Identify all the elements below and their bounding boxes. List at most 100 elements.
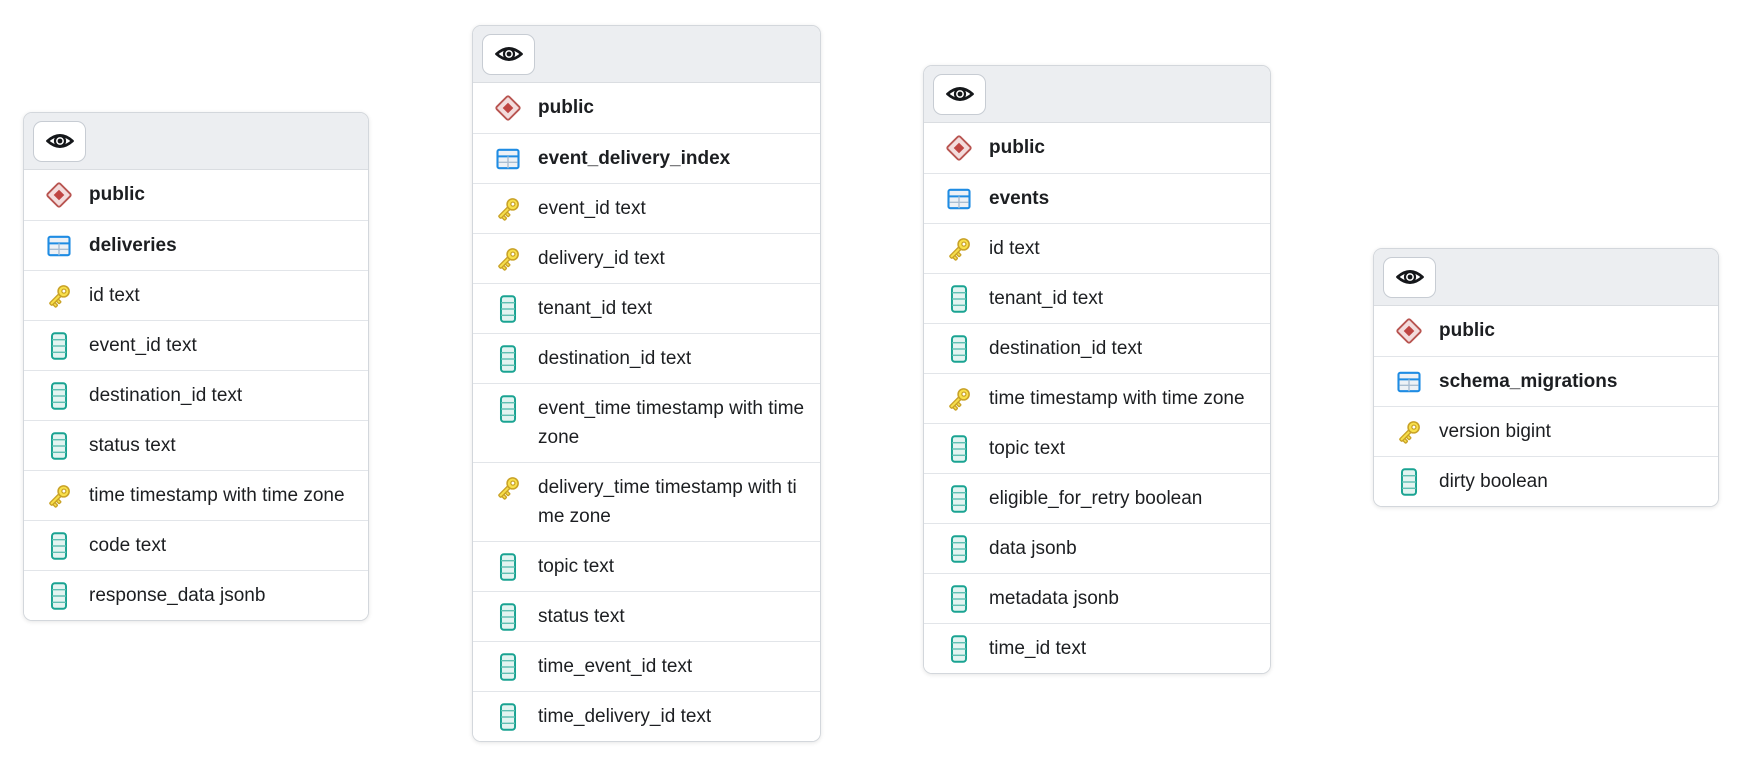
eye-icon xyxy=(945,82,975,106)
column-icon xyxy=(942,634,976,663)
eye-icon xyxy=(494,42,524,66)
column-icon xyxy=(42,381,76,410)
column-label: destination_id text xyxy=(989,338,1143,359)
column-icon xyxy=(942,434,976,463)
column-row-event_id[interactable]: event_id text xyxy=(24,320,368,370)
column-label: topic text xyxy=(989,438,1066,459)
column-row-destination_id[interactable]: destination_id text xyxy=(24,370,368,420)
column-icon xyxy=(491,344,525,373)
table-card-header xyxy=(24,113,368,170)
schema-row[interactable]: public xyxy=(24,170,368,220)
key-icon xyxy=(42,281,76,310)
table-card-header xyxy=(1374,249,1718,306)
column-label: delivery_time timestamp with time zone xyxy=(538,477,797,527)
column-row-destination_id[interactable]: destination_id text xyxy=(473,333,820,383)
table-name-row[interactable]: event_delivery_index xyxy=(473,133,820,183)
schema-row[interactable]: public xyxy=(924,123,1270,173)
column-icon xyxy=(491,702,525,731)
schema-diamond-icon xyxy=(42,180,76,209)
column-icon xyxy=(942,484,976,513)
table-name: event_delivery_index xyxy=(538,148,731,169)
column-label: destination_id text xyxy=(89,385,243,406)
table-card-event_delivery_index[interactable]: public event_delivery_index event_id tex… xyxy=(472,25,821,742)
table-icon xyxy=(491,144,525,173)
table-card-header xyxy=(924,66,1270,123)
column-row-status[interactable]: status text xyxy=(473,591,820,641)
column-icon xyxy=(491,294,525,323)
visibility-button[interactable] xyxy=(1383,256,1436,298)
schema-diamond-icon xyxy=(942,133,976,162)
column-row-topic[interactable]: topic text xyxy=(924,423,1270,473)
column-row-code[interactable]: code text xyxy=(24,520,368,570)
column-row-event_time[interactable]: event_time timestamp with time zone xyxy=(473,383,820,462)
column-icon xyxy=(1392,467,1426,496)
column-label: delivery_id text xyxy=(538,248,665,269)
column-row-time[interactable]: time timestamp with time zone xyxy=(24,470,368,520)
column-row-id[interactable]: id text xyxy=(924,223,1270,273)
table-name-row[interactable]: events xyxy=(924,173,1270,223)
column-row-dirty[interactable]: dirty boolean xyxy=(1374,456,1718,506)
schema-row[interactable]: public xyxy=(1374,306,1718,356)
column-icon xyxy=(942,584,976,613)
table-name: deliveries xyxy=(89,235,177,256)
visibility-button[interactable] xyxy=(933,73,986,115)
column-label: time_event_id text xyxy=(538,656,693,677)
schema-name: public xyxy=(538,97,594,118)
column-row-delivery_id[interactable]: delivery_id text xyxy=(473,233,820,283)
eye-icon xyxy=(45,129,75,153)
column-label: time timestamp with time zone xyxy=(989,388,1245,409)
column-label: response_data jsonb xyxy=(89,585,266,606)
key-icon xyxy=(491,194,525,223)
column-row-eligible_for_retry[interactable]: eligible_for_retry boolean xyxy=(924,473,1270,523)
column-row-time_event_id[interactable]: time_event_id text xyxy=(473,641,820,691)
column-row-tenant_id[interactable]: tenant_id text xyxy=(473,283,820,333)
column-icon xyxy=(942,534,976,563)
schema-diamond-icon xyxy=(1392,316,1426,345)
column-row-event_id[interactable]: event_id text xyxy=(473,183,820,233)
schema-name: public xyxy=(89,184,145,205)
column-label: dirty boolean xyxy=(1439,471,1548,492)
column-icon xyxy=(942,334,976,363)
column-row-status[interactable]: status text xyxy=(24,420,368,470)
column-row-delivery_time[interactable]: delivery_time timestamp with time zone xyxy=(473,462,820,541)
schema-name: public xyxy=(1439,320,1495,341)
column-row-time[interactable]: time timestamp with time zone xyxy=(924,373,1270,423)
schema-row[interactable]: public xyxy=(473,83,820,133)
table-name-row[interactable]: deliveries xyxy=(24,220,368,270)
column-row-version[interactable]: version bigint xyxy=(1374,406,1718,456)
eye-icon xyxy=(1395,265,1425,289)
column-row-topic[interactable]: topic text xyxy=(473,541,820,591)
visibility-button[interactable] xyxy=(482,33,535,75)
column-label: time_delivery_id text xyxy=(538,706,712,727)
column-icon xyxy=(491,552,525,581)
schema-diamond-icon xyxy=(491,93,525,122)
column-icon xyxy=(42,531,76,560)
visibility-button[interactable] xyxy=(33,120,86,162)
column-row-time_delivery_id[interactable]: time_delivery_id text xyxy=(473,691,820,741)
column-label: destination_id text xyxy=(538,348,692,369)
column-label: event_time timestamp with time zone xyxy=(538,398,805,448)
key-icon xyxy=(42,481,76,510)
column-row-time_id[interactable]: time_id text xyxy=(924,623,1270,673)
column-row-destination_id[interactable]: destination_id text xyxy=(924,323,1270,373)
table-card-rows: public event_delivery_index event_id tex… xyxy=(473,83,820,741)
column-row-data[interactable]: data jsonb xyxy=(924,523,1270,573)
column-label: event_id text xyxy=(538,198,646,219)
table-icon xyxy=(42,231,76,260)
table-card-deliveries[interactable]: public deliveries id text event_id text de… xyxy=(23,112,369,621)
table-name-row[interactable]: schema_migrations xyxy=(1374,356,1718,406)
column-row-id[interactable]: id text xyxy=(24,270,368,320)
table-name: events xyxy=(989,188,1050,209)
column-label: topic text xyxy=(538,556,615,577)
column-row-metadata[interactable]: metadata jsonb xyxy=(924,573,1270,623)
column-label: event_id text xyxy=(89,335,197,356)
column-row-tenant_id[interactable]: tenant_id text xyxy=(924,273,1270,323)
column-row-response_data[interactable]: response_data jsonb xyxy=(24,570,368,620)
table-card-schema_migrations[interactable]: public schema_migrations version bigint d… xyxy=(1373,248,1719,507)
column-label: time timestamp with time zone xyxy=(89,485,345,506)
table-card-rows: public deliveries id text event_id text de… xyxy=(24,170,368,620)
column-icon xyxy=(942,284,976,313)
column-icon xyxy=(42,431,76,460)
